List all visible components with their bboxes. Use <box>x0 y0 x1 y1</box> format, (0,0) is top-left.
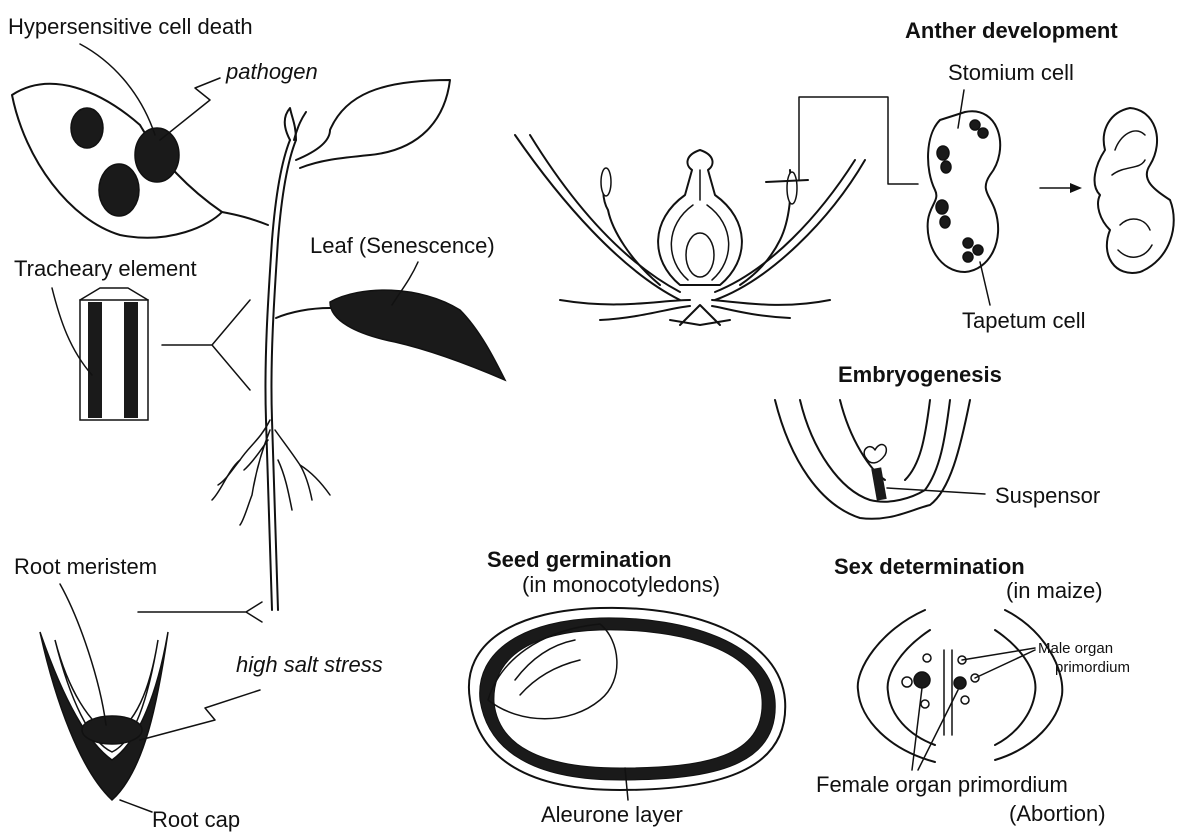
anther-outline-1 <box>928 111 1001 272</box>
label-pathogen: pathogen <box>225 59 318 84</box>
lesion-1 <box>71 108 103 148</box>
anther-section-1 <box>928 111 1001 272</box>
male-primordium-a <box>902 677 912 687</box>
male-primordium-f <box>961 696 969 704</box>
branch-right <box>276 308 330 318</box>
pollen-sac-3 <box>936 200 948 214</box>
flower <box>515 97 918 325</box>
label-male-2: primordium <box>1055 659 1130 676</box>
tracheary-wall-right <box>124 302 138 418</box>
label-male-1: Male organ <box>1038 640 1113 657</box>
root-5 <box>300 465 330 495</box>
pollen-sac-6 <box>978 128 988 138</box>
pathogen-zigzag <box>160 78 220 140</box>
label-hypersensitive: Hypersensitive cell death <box>8 14 253 39</box>
plant-stem <box>265 140 290 610</box>
maize-floret <box>858 610 1063 762</box>
floret-stem <box>944 650 952 735</box>
pollen-sac-9 <box>963 252 973 262</box>
top-bud <box>285 108 296 140</box>
senescent-leaf <box>330 290 505 380</box>
label-suspensor: Suspensor <box>995 483 1100 508</box>
lesion-2 <box>135 128 179 182</box>
pollen-sac-5 <box>970 120 980 130</box>
branch-left <box>222 212 268 225</box>
leader-suspensor <box>887 488 985 494</box>
label-aleurone: Aleurone layer <box>541 802 683 827</box>
embryo-sac <box>840 400 930 480</box>
pollen-sac-2 <box>941 161 951 173</box>
sepal-right <box>712 300 830 318</box>
tracheary-connector <box>162 300 250 390</box>
header-embryo: Embryogenesis <box>838 362 1002 387</box>
embryo <box>864 445 886 463</box>
pollen-sac-7 <box>963 238 973 248</box>
label-seed-sub: (in monocotyledons) <box>522 572 720 597</box>
header-seed: Seed germination <box>487 547 672 572</box>
label-root-meristem: Root meristem <box>14 554 157 579</box>
leader-stomium <box>958 90 964 128</box>
tracheary-wall-left <box>88 302 102 418</box>
male-primordium-b <box>923 654 931 662</box>
label-female: Female organ primordium <box>816 772 1068 797</box>
female-primordium-2 <box>954 677 966 689</box>
root-meristem-shape <box>82 716 142 744</box>
label-abortion: (Abortion) <box>1009 801 1106 826</box>
root-1 <box>212 420 270 500</box>
tracheary-top <box>80 288 148 300</box>
label-root-cap: Root cap <box>152 807 240 832</box>
suspensor-shape <box>871 467 886 500</box>
label-stomium: Stomium cell <box>948 60 1074 85</box>
root-6 <box>244 440 268 470</box>
leader-root-cap <box>120 800 152 812</box>
salt-zigzag <box>140 690 260 740</box>
female-primordium-1 <box>914 672 930 688</box>
petal-left-outer <box>515 135 680 300</box>
anther-arrow-head <box>1070 183 1082 193</box>
anther-right <box>787 172 797 204</box>
root-connector <box>138 602 262 622</box>
leader-tapetum <box>980 262 990 305</box>
anther-dehiscence <box>1112 131 1152 257</box>
pollen-sac-1 <box>937 146 949 160</box>
label-sex-sub: (in maize) <box>1006 578 1103 603</box>
ovule <box>686 233 714 277</box>
glume-right-inner <box>995 630 1035 745</box>
glume-right-outer <box>995 610 1062 760</box>
male-primordium-c <box>921 700 929 708</box>
header-sex: Sex determination <box>834 554 1025 579</box>
upper-right-leaf <box>296 80 450 168</box>
petal-left-inner <box>530 135 680 292</box>
anther-left <box>601 168 611 196</box>
lesion-3 <box>99 164 139 216</box>
stamen-right <box>740 170 791 285</box>
label-tapetum: Tapetum cell <box>962 308 1086 333</box>
anther-outline-2 <box>1095 108 1174 273</box>
tracheary-element <box>80 288 148 420</box>
anther-cut-line <box>766 180 808 182</box>
embryo-drawing <box>775 400 970 519</box>
sepal-left <box>560 300 690 320</box>
anther-section-2 <box>1095 108 1174 273</box>
top-bud-leaf <box>294 112 306 140</box>
label-high-salt: high salt stress <box>236 652 383 677</box>
pollen-sac-4 <box>940 216 950 228</box>
root-7 <box>278 460 292 510</box>
label-tracheary: Tracheary element <box>14 256 197 281</box>
endosperm <box>494 630 762 768</box>
seed-drawing <box>469 608 785 790</box>
leader-male <box>962 648 1035 678</box>
label-leaf-senescence: Leaf (Senescence) <box>310 233 495 258</box>
glume-left-inner <box>888 630 935 745</box>
header-anther: Anther development <box>905 18 1118 43</box>
pollen-sac-8 <box>973 245 983 255</box>
